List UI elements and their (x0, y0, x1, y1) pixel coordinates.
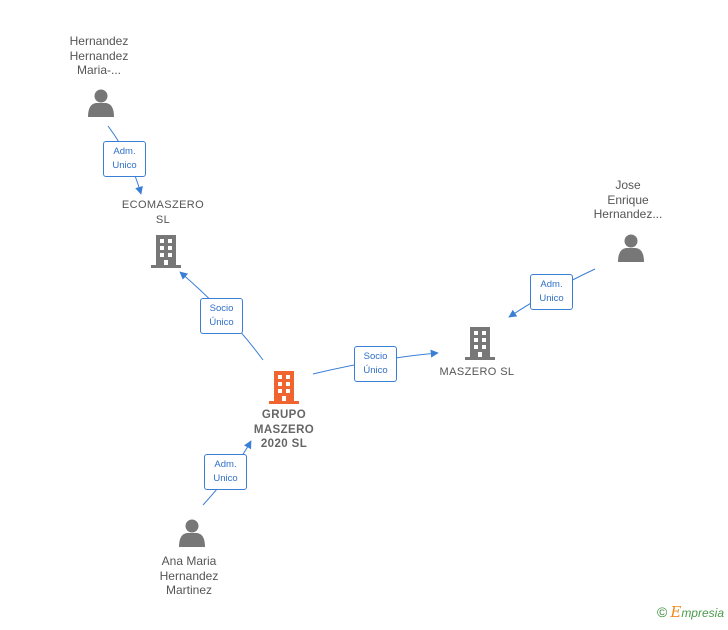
company-label-ecomaszero[interactable]: ECOMASZERO SL (121, 199, 205, 226)
person-icon (618, 234, 644, 262)
edge-label-socio-unico[interactable]: Socio Único (200, 298, 243, 334)
person-label-hernandez-maria[interactable]: Hernandez Hernandez Maria-... (69, 34, 129, 77)
person-icon (179, 519, 205, 547)
brand-name: mpresia (681, 606, 724, 620)
building-icon (151, 235, 181, 268)
company-label-grupo-maszero[interactable]: GRUPO MASZERO 2020 SL (253, 409, 315, 450)
company-label-maszero[interactable]: MASZERO SL (439, 366, 515, 378)
empresia-brand: ©Empresia (657, 603, 724, 621)
brand-initial: E (670, 603, 682, 621)
edge-label-adm-unico[interactable]: Adm. Unico (103, 141, 146, 177)
edge-label-adm-unico[interactable]: Adm. Unico (530, 274, 573, 310)
person-label-ana-maria[interactable]: Ana Maria Hernandez Martinez (159, 554, 219, 597)
person-icon (88, 89, 114, 117)
copyright-icon: © (657, 604, 668, 620)
building-icon (465, 327, 495, 360)
person-label-jose-enrique[interactable]: Jose Enrique Hernandez... (593, 178, 663, 221)
edge-label-socio-unico[interactable]: Socio Único (354, 346, 397, 382)
edge-label-adm-unico[interactable]: Adm. Unico (204, 454, 247, 490)
main-building-icon (269, 371, 299, 404)
